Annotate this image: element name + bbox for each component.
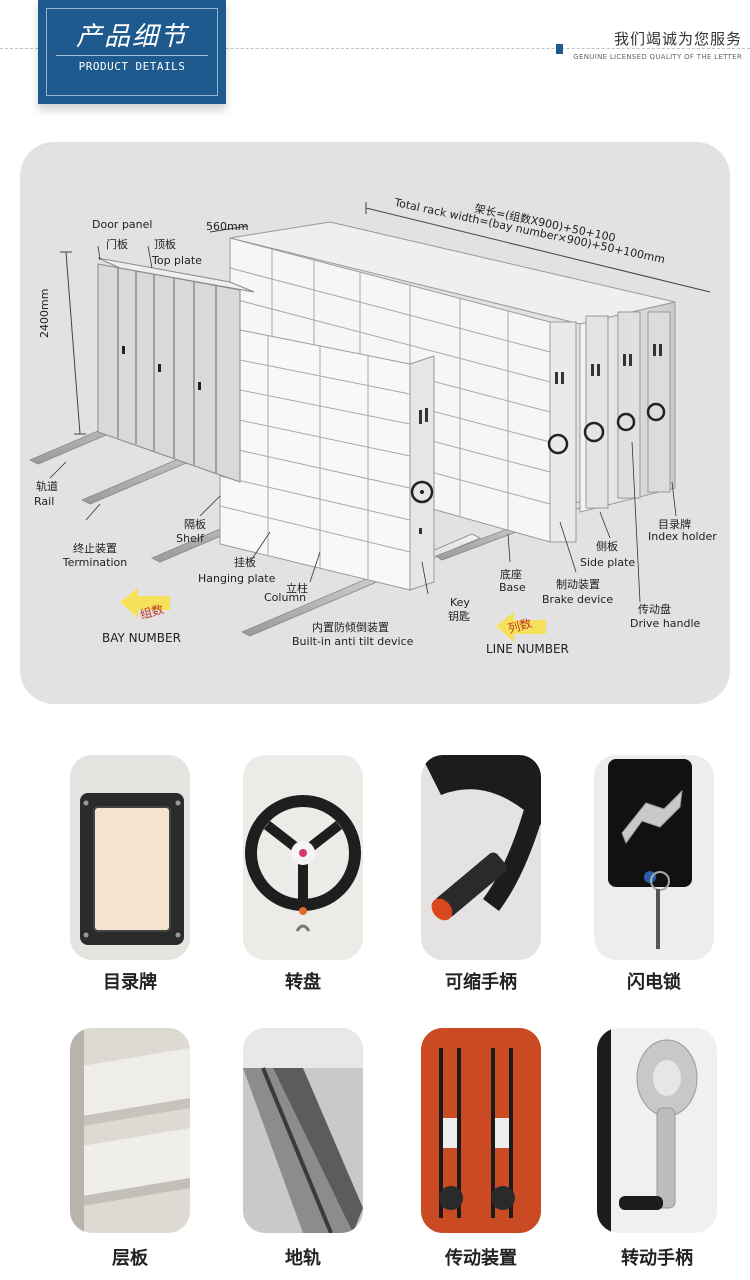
product-label-rotary-handle: 转动手柄	[621, 1248, 693, 1269]
label-shelf: Shelf	[176, 532, 204, 545]
label-shelf-cn: 隔板	[184, 518, 206, 531]
retractable-handle-photo	[421, 755, 541, 921]
label-hanging-plate: Hanging plate	[198, 572, 276, 585]
label-index-holder: Index holder	[648, 530, 717, 543]
label-key: Key	[450, 596, 470, 609]
index-holder-photo	[80, 793, 184, 945]
label-rail-cn: 轨道	[36, 480, 58, 493]
slogan-cn: 我们竭诚为您服务	[613, 30, 742, 48]
label-top-plate: Top plate	[152, 254, 202, 267]
product-label-retractable-handle: 可缩手柄	[445, 972, 517, 993]
product-label-index-holder: 目录牌	[103, 972, 157, 993]
product-label-shelf: 层板	[112, 1248, 148, 1269]
shelf-photo	[70, 1028, 190, 1233]
product-card-floor-rail	[243, 1028, 363, 1233]
rotary-handle-photo	[597, 1028, 698, 1233]
page-title: 产品细节	[75, 22, 188, 52]
label-top-plate-cn: 顶板	[154, 238, 176, 251]
direction-arrows	[120, 588, 546, 642]
label-index-holder-cn: 目录牌	[658, 518, 691, 531]
label-column-cn: 立柱	[286, 582, 308, 595]
product-card-shelf	[70, 1028, 190, 1233]
label-base: Base	[499, 581, 526, 594]
label-key-cn: 钥匙	[448, 610, 470, 623]
label-termination: Termination	[62, 556, 128, 569]
page-subtitle: PRODUCT DETAILS	[78, 60, 186, 73]
label-column: Column	[264, 591, 307, 604]
cabinet-diagram-panel: Door panel 门板 顶板 Top plate 560mm 2400mm …	[20, 142, 730, 704]
header-badge: 产品细节 PRODUCT DETAILS	[38, 0, 226, 104]
label-height: 2400mm	[38, 288, 51, 338]
handwheel-photo	[245, 795, 361, 932]
label-termination-cn: 终止装置	[73, 542, 117, 555]
label-line-number: LINE NUMBER	[486, 642, 569, 656]
label-door-panel: Door panel	[92, 218, 153, 231]
label-brake-cn: 制动装置	[556, 578, 600, 591]
leader-lines	[49, 245, 677, 603]
cabinet-illustration	[29, 202, 711, 642]
label-anti-tilt-cn: 内置防倾倒装置	[312, 621, 389, 634]
label-hanging-plate-cn: 挂板	[234, 556, 256, 569]
floor-rail-photo	[243, 1028, 363, 1233]
product-label-turntable: 转盘	[285, 972, 321, 993]
label-drive-handle: Drive handle	[630, 617, 701, 630]
product-card-turntable	[243, 755, 363, 960]
product-card-lightning-lock	[594, 755, 714, 960]
lightning-lock-photo	[608, 759, 692, 949]
header-accent-mark	[556, 44, 563, 54]
label-depth: 560mm	[206, 220, 249, 233]
label-base-cn: 底座	[500, 568, 522, 581]
label-door-panel-cn: 门板	[106, 238, 128, 251]
product-label-transmission: 传动装置	[445, 1248, 517, 1269]
product-label-floor-rail: 地轨	[285, 1248, 321, 1269]
product-card-transmission	[421, 1028, 541, 1233]
product-label-lightning-lock: 闪电锁	[627, 972, 681, 993]
label-drive-handle-cn: 传动盘	[638, 603, 671, 616]
label-brake: Brake device	[542, 593, 614, 606]
dimension-lines	[60, 202, 711, 435]
label-side-plate: Side plate	[580, 556, 636, 569]
open-cabinet-front	[219, 325, 435, 591]
label-rail: Rail	[34, 495, 55, 508]
label-anti-tilt: Built-in anti tilt device	[292, 635, 414, 648]
closed-door-cabinet	[97, 257, 255, 483]
header-slogan: 我们竭诚为您服务 GENUINE LICENSED QUALITY OF THE…	[573, 28, 742, 61]
product-card-rotary-handle	[597, 1028, 717, 1233]
product-card-index-holder	[70, 755, 190, 960]
transmission-photo	[421, 1028, 541, 1233]
slogan-en: GENUINE LICENSED QUALITY OF THE LETTER	[573, 53, 742, 61]
label-side-plate-cn: 侧板	[596, 540, 618, 553]
product-card-retractable-handle	[421, 755, 541, 960]
header-divider	[0, 48, 750, 49]
label-bay-number: BAY NUMBER	[102, 631, 181, 645]
